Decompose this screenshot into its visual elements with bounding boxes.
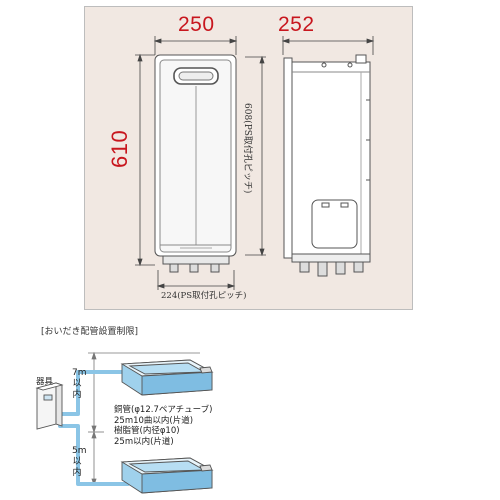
upper-limit-label: 7m以内 [72,368,87,400]
side-view [283,54,371,277]
upper-bathtub [120,359,214,396]
lower-limit-label: 5m以内 [72,446,87,478]
width-dimension-line [153,36,238,55]
lower-bathtub [120,457,214,494]
front-view [154,54,237,273]
mount-width-label: 224(PS取付孔ピッチ) [161,291,247,301]
pipe-note-line2: 25m10曲以内(片道) [114,415,194,426]
pipe-lines [58,370,132,486]
pipe-note-line3: 樹脂管(内径φ10) [114,426,180,437]
pipe-note: 銅管(φ12.7ペアチューブ) 25m10曲以内(片道) 樹脂管(内径φ10) … [114,405,213,448]
section-title: [おいだき配管設置制限] [41,327,139,337]
depth-dimension-line [281,36,375,55]
unit-label: 器具 [36,377,54,387]
pipe-note-line1: 銅管(φ12.7ペアチューブ) [114,405,213,415]
height-dimension-line [135,53,155,267]
pipe-note-line4: 25m以内(片道) [114,436,174,447]
height-value: 610 [107,129,132,168]
depth-value: 252 [278,13,315,36]
mount-width-dimension-line [156,270,236,290]
width-value: 250 [178,13,215,36]
mount-height-label: 608(PS取付孔ピッチ) [242,103,252,194]
small-heater-icon [35,382,64,430]
water-heater-drawing [135,36,375,290]
mount-height-dimension-line [245,55,266,257]
piping-diagram [35,351,214,494]
